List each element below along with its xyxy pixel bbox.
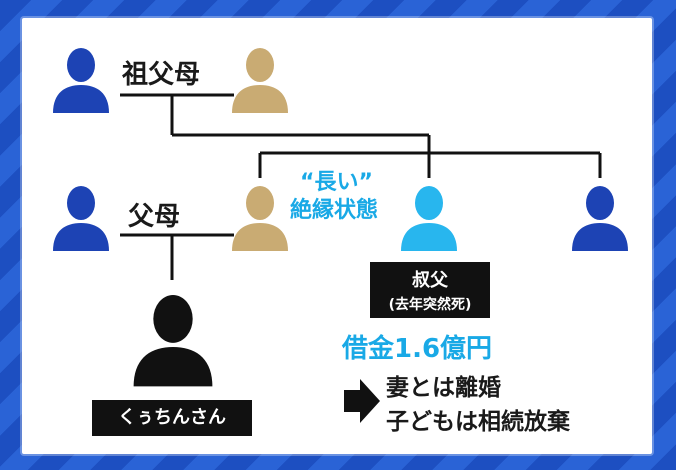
diagram-card: 祖父母 父母 “長い” 絶縁状態 叔父 (去年突然死) 借金1.6億円 妻とは離… — [22, 18, 652, 454]
subject-label: くぅちんさん — [92, 400, 252, 436]
outcome-line1: 妻とは離婚 — [386, 375, 501, 401]
family-tree — [53, 48, 628, 423]
grandfather-icon — [53, 48, 109, 113]
right-arrow-icon — [344, 379, 380, 423]
grandmother-icon — [232, 48, 288, 113]
connector-lines — [120, 93, 602, 280]
uncle-icon — [401, 186, 457, 251]
subject-icon — [133, 295, 213, 387]
grandparents-label: 祖父母 — [122, 60, 201, 90]
outcome-line2: 子どもは相続放棄 — [386, 409, 570, 435]
father-icon — [53, 186, 109, 251]
uncle-label: 叔父 — [412, 270, 448, 291]
uncle-box: 叔父 (去年突然死) — [370, 262, 490, 318]
estrangement-label-line2: 絶縁状態 — [290, 198, 379, 223]
parents-label: 父母 — [128, 202, 181, 232]
sibling-icon — [572, 186, 628, 251]
mother-icon — [232, 186, 288, 251]
estrangement-label-line1: “長い” — [300, 170, 373, 195]
uncle-note: (去年突然死) — [388, 297, 472, 313]
debt-label: 借金1.6億円 — [342, 334, 493, 364]
